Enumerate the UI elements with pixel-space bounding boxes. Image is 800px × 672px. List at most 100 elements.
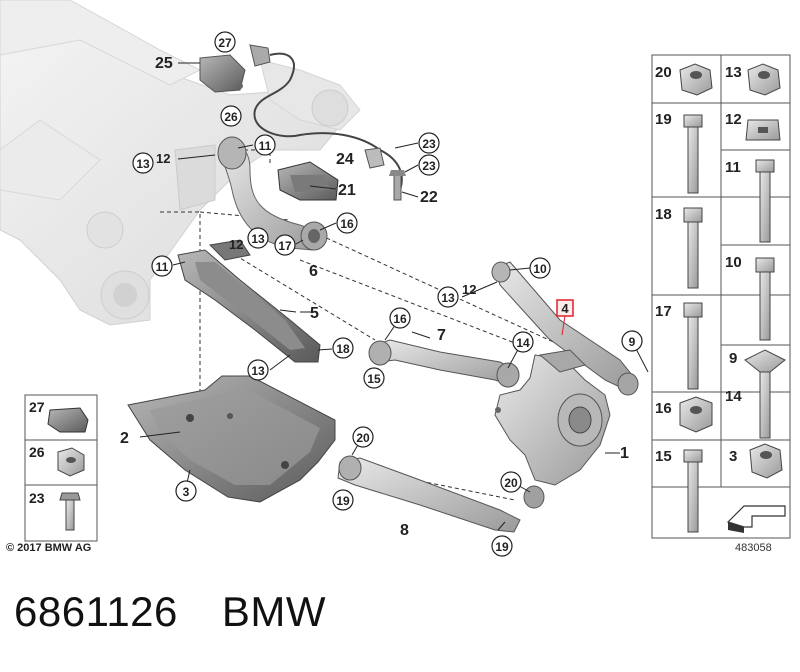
sensor-bracket (199, 44, 403, 191)
label-24: 24 (336, 151, 354, 168)
callout-14: 14 (512, 331, 534, 353)
callout-20b: 20 (500, 471, 522, 493)
callout-10: 10 (529, 257, 551, 279)
part-6-control-arm (217, 136, 328, 251)
svg-text:23: 23 (422, 159, 436, 173)
callout-13c: 13 (247, 359, 269, 381)
svg-text:9: 9 (729, 350, 737, 367)
callout-20a: 20 (352, 426, 374, 448)
svg-text:12: 12 (156, 151, 170, 166)
svg-text:20: 20 (655, 64, 672, 81)
brand-name: BMW (221, 588, 327, 635)
callout-13a: 13 (132, 152, 154, 174)
label-22: 22 (420, 189, 438, 206)
part-5-link (177, 239, 321, 363)
svg-text:13: 13 (441, 291, 455, 305)
callout-19b: 19 (491, 535, 513, 557)
svg-text:20: 20 (504, 476, 518, 490)
callout-13b: 13 (247, 227, 269, 249)
label-8: 8 (400, 522, 409, 539)
part-1-wheel-carrier (494, 349, 611, 509)
svg-text:17: 17 (278, 239, 292, 253)
part-24-clip (364, 147, 385, 169)
svg-text:12: 12 (725, 111, 742, 128)
svg-text:14: 14 (516, 336, 530, 350)
part-22-bolt (389, 170, 406, 201)
svg-text:14: 14 (725, 388, 742, 405)
diagram-number: 483058 (735, 542, 772, 554)
callout-12a: 12 (156, 151, 170, 166)
part-7-control-arm (368, 339, 520, 388)
label-21: 21 (338, 182, 356, 199)
svg-text:13: 13 (251, 364, 265, 378)
svg-text:10: 10 (725, 254, 742, 271)
svg-text:3: 3 (729, 448, 737, 465)
callouts: 27 25 26 13 12 11 23 23 24 21 22 16 17 6… (120, 31, 643, 557)
label-25: 25 (155, 55, 173, 72)
rear-subframe (0, 0, 361, 326)
svg-text:7: 7 (437, 327, 446, 344)
callout-13d: 13 (437, 286, 459, 308)
svg-text:20: 20 (356, 431, 370, 445)
callout-15: 15 (363, 367, 385, 389)
svg-text:13: 13 (136, 157, 150, 171)
part-21-bracket (277, 161, 339, 201)
left-fastener-panel: 27 26 23 (24, 394, 98, 542)
svg-text:25: 25 (155, 55, 173, 72)
svg-text:3: 3 (183, 485, 190, 499)
svg-text:19: 19 (336, 494, 350, 508)
svg-text:12: 12 (229, 237, 243, 252)
svg-text:26: 26 (29, 444, 45, 460)
callout-23b: 23 (418, 154, 440, 176)
copyright-text: © 2017 BMW AG (6, 542, 92, 554)
svg-text:11: 11 (259, 139, 272, 153)
svg-text:26: 26 (224, 110, 238, 124)
svg-text:11: 11 (156, 260, 169, 274)
svg-text:27: 27 (218, 36, 232, 50)
callout-23a: 23 (418, 132, 440, 154)
part-2-underbody-panel (127, 375, 336, 503)
svg-text:2: 2 (120, 430, 129, 447)
callout-9: 9 (621, 330, 643, 352)
label-6: 6 (309, 263, 318, 280)
callout-12c: 12 (462, 282, 476, 297)
svg-text:13: 13 (725, 64, 742, 81)
callout-4-highlighted: 4 (556, 299, 574, 317)
label-2: 2 (120, 430, 129, 447)
callout-3: 3 (175, 480, 197, 502)
callout-16b: 16 (389, 307, 411, 329)
svg-text:1: 1 (620, 445, 629, 462)
svg-text:16: 16 (340, 217, 354, 231)
svg-text:15: 15 (655, 448, 672, 465)
callout-16a: 16 (336, 212, 358, 234)
svg-text:6: 6 (309, 263, 318, 280)
svg-text:21: 21 (338, 182, 356, 199)
caption: 6861126 BMW (14, 588, 326, 636)
label-1: 1 (620, 445, 629, 462)
svg-text:5: 5 (310, 305, 319, 322)
svg-text:24: 24 (336, 151, 354, 168)
label-5: 5 (310, 305, 319, 322)
svg-text:10: 10 (533, 262, 547, 276)
svg-text:23: 23 (29, 490, 45, 506)
svg-text:16: 16 (655, 400, 672, 417)
callout-11b: 11 (151, 255, 173, 277)
svg-text:18: 18 (655, 206, 672, 223)
part-8-lower-arm (337, 455, 521, 533)
svg-text:9: 9 (629, 335, 636, 349)
svg-text:19: 19 (655, 111, 672, 128)
svg-text:4: 4 (561, 301, 569, 316)
callout-17: 17 (274, 234, 296, 256)
callout-18: 18 (332, 337, 354, 359)
callout-11a: 11 (254, 134, 276, 156)
svg-text:8: 8 (400, 522, 409, 539)
svg-text:16: 16 (393, 312, 407, 326)
svg-text:23: 23 (422, 137, 436, 151)
svg-text:17: 17 (655, 303, 672, 320)
callout-12b: 12 (229, 237, 243, 252)
part-number: 6861126 (14, 588, 178, 635)
svg-text:11: 11 (725, 159, 741, 176)
svg-text:19: 19 (495, 540, 509, 554)
svg-text:22: 22 (420, 189, 438, 206)
